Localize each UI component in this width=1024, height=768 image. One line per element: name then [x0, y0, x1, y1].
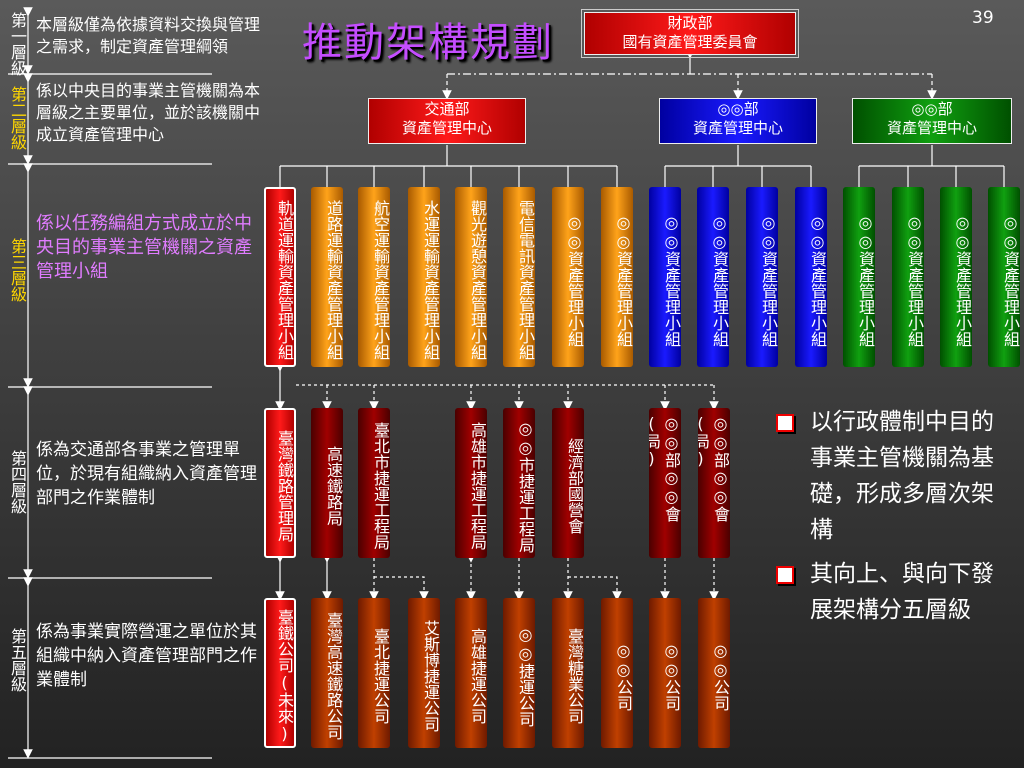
bullet-text: 其向上、與向下發展架構分五層級 [810, 561, 994, 623]
company-box-4: 艾斯博捷運公司 [408, 598, 440, 748]
agency-box-4: 高雄市捷運工程局 [455, 408, 487, 558]
center-line2: 資產管理中心 [692, 119, 783, 137]
group-box-11: ◎◎資產管理小組 [746, 187, 778, 367]
group-box-16: ◎◎資產管理小組 [988, 187, 1020, 367]
agency-box-7: ◎◎部◎◎會(局) [649, 408, 681, 558]
center-line1: ◎◎部 [911, 100, 953, 118]
agency-box-5: ◎◎市捷運工程局 [503, 408, 535, 558]
agency-box-2: 高速鐵路局 [311, 408, 343, 558]
top-box-mof: 財政部 國有資產管理委員會 [581, 9, 799, 58]
group-box-10: ◎◎資產管理小組 [697, 187, 729, 367]
group-box-7: ◎◎資產管理小組 [552, 187, 584, 367]
agency-box-6: 經濟部國營會 [552, 408, 584, 558]
center-box-transport: 交通部 資產管理中心 [368, 98, 526, 144]
level-3-label: 第三層級 [8, 238, 27, 302]
center-line2: 資產管理中心 [886, 119, 977, 137]
company-box-5: 高雄捷運公司 [455, 598, 487, 748]
bullet-item: 以行政體制中目的事業主管機關為基礎，形成多層次架構 [774, 404, 1014, 548]
center-box-blue: ◎◎部 資產管理中心 [659, 98, 817, 144]
group-box-15: ◎◎資產管理小組 [940, 187, 972, 367]
group-box-5: 觀光遊憩資產管理小組 [455, 187, 487, 367]
group-box-13: ◎◎資產管理小組 [843, 187, 875, 367]
agency-box-1: 臺灣鐵路管理局 [264, 408, 296, 558]
group-box-1: 軌道運輸資產管理小組 [264, 187, 296, 367]
center-line1: ◎◎部 [717, 100, 759, 118]
bullet-text: 以行政體制中目的事業主管機關為基礎，形成多層次架構 [810, 409, 994, 543]
company-box-8: ◎◎公司 [601, 598, 633, 748]
group-box-8: ◎◎資產管理小組 [601, 187, 633, 367]
level-5-label: 第五層級 [8, 628, 27, 692]
bullet-square-icon [776, 414, 794, 432]
group-box-9: ◎◎資產管理小組 [649, 187, 681, 367]
level-4-label: 第四層級 [8, 450, 27, 514]
level-1-label: 第一層級 [8, 12, 27, 76]
page-title: 推動架構規劃 [302, 20, 554, 66]
level-4-desc: 係為交通部各事業之管理單位，於現有組織納入資產管理部門之作業體制 [36, 440, 257, 508]
company-box-9: ◎◎公司 [649, 598, 681, 748]
bullet-list: 以行政體制中目的事業主管機關為基礎，形成多層次架構 其向上、與向下發展架構分五層… [774, 404, 1014, 636]
group-box-4: 水運運輸資產管理小組 [408, 187, 440, 367]
top-box-line2: 國有資產管理委員會 [622, 33, 758, 51]
level-2-label: 第二層級 [8, 86, 27, 150]
agency-box-3: 臺北市捷運工程局 [358, 408, 390, 558]
bullet-item: 其向上、與向下發展架構分五層級 [774, 556, 1014, 628]
group-box-6: 電信電訊資產管理小組 [503, 187, 535, 367]
level-2-desc: 係以中央目的事業主管機關為本層級之主要單位，並於該機關中成立資產管理中心 [36, 81, 261, 144]
center-box-green: ◎◎部 資產管理中心 [852, 98, 1012, 144]
level-3-desc: 係以任務編組方式成立於中央目的事業主管機關之資產管理小組 [36, 213, 252, 282]
group-box-14: ◎◎資產管理小組 [892, 187, 924, 367]
group-box-12: ◎◎資產管理小組 [795, 187, 827, 367]
company-box-10: ◎◎公司 [698, 598, 730, 748]
level-1-desc: 本層級僅為依據資料交換與管理之需求，制定資產管理綱領 [36, 15, 261, 56]
company-box-7: 臺灣糖業公司 [552, 598, 584, 748]
page-number: 39 [972, 8, 994, 28]
bullet-square-icon [776, 566, 794, 584]
company-box-3: 臺北捷運公司 [358, 598, 390, 748]
level-5-desc: 係為事業實際營運之單位於其組織中納入資產管理部門之作業體制 [36, 622, 257, 690]
center-line2: 資產管理中心 [401, 119, 492, 137]
agency-box-8: ◎◎部◎◎會(局) [698, 408, 730, 558]
company-box-6: ◎◎捷運公司 [503, 598, 535, 748]
company-box-2: 臺灣高速鐵路公司 [311, 598, 343, 748]
group-box-3: 航空運輸資產管理小組 [358, 187, 390, 367]
company-box-1: 臺鐵公司(未來) [264, 598, 296, 748]
center-line1: 交通部 [424, 100, 470, 118]
top-box-line1: 財政部 [667, 14, 713, 32]
group-box-2: 道路運輸資產管理小組 [311, 187, 343, 367]
